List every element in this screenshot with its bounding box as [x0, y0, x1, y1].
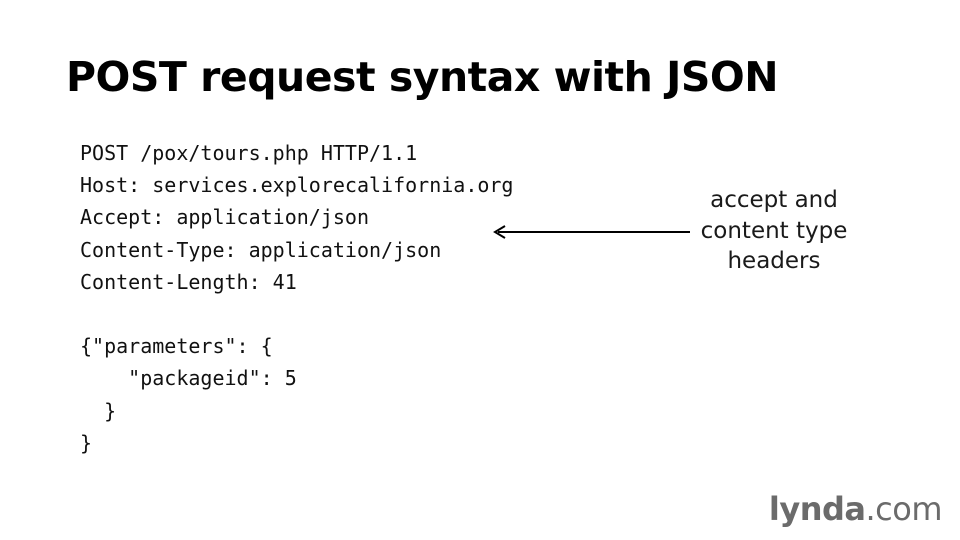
annotation-line-1: accept and	[710, 187, 838, 213]
headers-annotation: accept and content type headers	[688, 185, 860, 277]
code-line-content-type: Content-Type: application/json	[80, 237, 442, 262]
code-line-content-length: Content-Length: 41	[80, 269, 297, 294]
annotation-line-3: headers	[727, 248, 821, 274]
annotation-line-2: content type	[700, 217, 848, 244]
logo-tld: .com	[865, 490, 942, 528]
http-request-code-block: POST /pox/tours.php HTTP/1.1 Host: servi…	[80, 137, 513, 459]
logo-name: lynda	[768, 490, 866, 528]
code-line-blank	[80, 298, 513, 330]
code-line-json-close: }	[80, 430, 93, 455]
code-line-json-packageid: "packageid": 5	[80, 366, 297, 391]
lynda-logo: lynda.com	[768, 490, 943, 528]
slide-title: POST request syntax with JSON	[66, 53, 779, 101]
code-line-json-inner-close: }	[80, 398, 117, 423]
code-line-host: Host: services.explorecalifornia.org	[80, 173, 514, 198]
code-line-accept: Accept: application/json	[80, 205, 369, 230]
annotation-arrow-icon	[493, 225, 690, 239]
code-line-request: POST /pox/tours.php HTTP/1.1	[80, 141, 418, 165]
code-line-json-open: {"parameters": {	[80, 334, 273, 359]
